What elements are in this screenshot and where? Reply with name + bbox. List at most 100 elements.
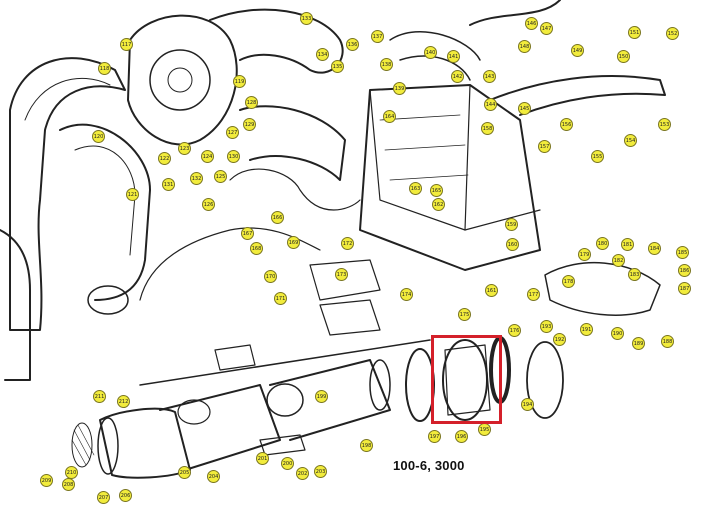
callout-122: 122 (158, 152, 171, 165)
upper-hose (209, 8, 344, 74)
callout-121: 121 (126, 188, 139, 201)
callout-211: 211 (93, 390, 106, 403)
callout-197: 197 (428, 430, 441, 443)
callout-164: 164 (383, 110, 396, 123)
callout-153: 153 (658, 118, 671, 131)
highlighted-part-box[interactable] (431, 335, 502, 424)
callout-162: 162 (432, 198, 445, 211)
callout-209: 209 (40, 474, 53, 487)
callout-178: 178 (562, 275, 575, 288)
callout-206: 206 (119, 489, 132, 502)
callout-193: 193 (540, 320, 553, 333)
callout-154: 154 (624, 134, 637, 147)
hose-clamp-left (87, 285, 129, 315)
callout-161: 161 (485, 284, 498, 297)
diagram-caption: 100-6, 3000 (393, 458, 465, 473)
callout-149: 149 (571, 44, 584, 57)
right-upper-hose (469, 0, 561, 26)
callout-195: 195 (478, 423, 491, 436)
callout-165: 165 (430, 184, 443, 197)
callout-201: 201 (256, 452, 269, 465)
callout-189: 189 (632, 337, 645, 350)
flange-collar (442, 339, 488, 421)
callout-150: 150 (617, 50, 630, 63)
small-brackets (309, 259, 381, 336)
callout-132: 132 (190, 172, 203, 185)
callout-155: 155 (591, 150, 604, 163)
callout-186: 186 (678, 264, 691, 277)
callout-127: 127 (226, 126, 239, 139)
callout-144: 144 (484, 98, 497, 111)
callout-179: 179 (578, 248, 591, 261)
callout-131: 131 (162, 178, 175, 191)
callout-136: 136 (346, 38, 359, 51)
callout-168: 168 (250, 242, 263, 255)
callout-205: 205 (178, 466, 191, 479)
callout-185: 185 (676, 246, 689, 259)
callout-134: 134 (316, 48, 329, 61)
blower-housing (127, 14, 238, 146)
callout-210: 210 (65, 466, 78, 479)
callout-196: 196 (455, 430, 468, 443)
callout-171: 171 (274, 292, 287, 305)
callout-207: 207 (97, 491, 110, 504)
callout-129: 129 (243, 118, 256, 131)
callout-159: 159 (505, 218, 518, 231)
callout-130: 130 (227, 150, 240, 163)
callout-181: 181 (621, 238, 634, 251)
callout-167: 167 (241, 227, 254, 240)
callout-160: 160 (506, 238, 519, 251)
callout-208: 208 (62, 478, 75, 491)
callout-152: 152 (666, 27, 679, 40)
curved-hose-center-inner (74, 145, 136, 256)
callout-182: 182 (612, 254, 625, 267)
callout-203: 203 (314, 465, 327, 478)
blower-fan (149, 49, 211, 111)
callout-157: 157 (538, 140, 551, 153)
callout-173: 173 (335, 268, 348, 281)
callout-146: 146 (525, 17, 538, 30)
callout-140: 140 (424, 46, 437, 59)
callout-184: 184 (648, 242, 661, 255)
callout-120: 120 (92, 130, 105, 143)
heater-pipes (389, 31, 481, 81)
callout-151: 151 (628, 26, 641, 39)
callout-156: 156 (560, 118, 573, 131)
callout-118: 118 (98, 62, 111, 75)
callout-138: 138 (380, 58, 393, 71)
cable-rod (139, 339, 431, 386)
duct-tube-left (99, 407, 191, 479)
callout-123: 123 (178, 142, 191, 155)
bracket-plate (544, 261, 661, 316)
curved-hose-center (59, 123, 151, 301)
callout-170: 170 (264, 270, 277, 283)
grille-disc (71, 422, 93, 468)
callout-169: 169 (287, 236, 300, 249)
mid-duct (239, 105, 346, 181)
callout-183: 183 (628, 268, 641, 281)
duct-ring (405, 348, 435, 422)
callout-133: 133 (300, 12, 313, 25)
callout-202: 202 (296, 467, 309, 480)
callout-190: 190 (611, 327, 624, 340)
callout-142: 142 (451, 70, 464, 83)
hose-clamp-mid (266, 383, 304, 417)
left-duct-hose-inner (24, 77, 111, 121)
callout-163: 163 (409, 182, 422, 195)
callout-147: 147 (540, 22, 553, 35)
duct-tube-right (269, 359, 391, 441)
callout-166: 166 (271, 211, 284, 224)
callout-192: 192 (553, 333, 566, 346)
callout-119: 119 (233, 75, 246, 88)
callout-191: 191 (580, 323, 593, 336)
callout-174: 174 (400, 288, 413, 301)
callout-177: 177 (527, 288, 540, 301)
callout-141: 141 (447, 50, 460, 63)
callout-188: 188 (661, 335, 674, 348)
callout-143: 143 (483, 70, 496, 83)
callout-148: 148 (518, 40, 531, 53)
lower-left-pipe (0, 229, 31, 381)
callout-204: 204 (207, 470, 220, 483)
callout-198: 198 (360, 439, 373, 452)
